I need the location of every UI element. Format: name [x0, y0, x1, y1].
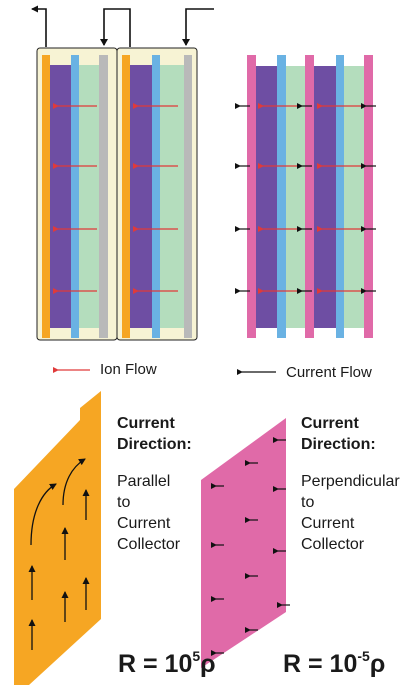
perpendicular-resistance-label: R = 10-5ρ	[283, 648, 385, 679]
anode-layer	[50, 65, 71, 328]
parallel-desc-line: Parallel	[117, 473, 171, 490]
perpendicular-desc-line: Collector	[301, 536, 365, 553]
orange-collector	[122, 55, 130, 338]
cell-1	[36, 47, 118, 341]
perpendicular-desc-line: Perpendicular	[301, 473, 400, 490]
r-suffix: ρ	[369, 650, 386, 678]
right-stack	[247, 55, 373, 338]
current-arrow-curved	[62, 458, 86, 506]
perpendicular-desc-line: Current	[301, 515, 355, 532]
parallel-desc-line: Collector	[117, 536, 181, 553]
current-arrow-curved	[30, 483, 57, 546]
ion-flow-arrows-right	[258, 103, 361, 294]
wire-middle	[103, 8, 131, 47]
parallel-desc-line: to	[117, 494, 131, 511]
anode-layer	[314, 66, 336, 328]
separator-layer	[71, 55, 79, 338]
current-flow-arrows-right	[235, 103, 376, 294]
wire-right	[185, 8, 214, 45]
parallel-current-arrows	[28, 458, 90, 650]
r-prefix: R = 10	[118, 650, 193, 678]
perpendicular-title-line1: Current	[301, 415, 359, 432]
orange-collector	[42, 55, 50, 338]
pink-collector	[364, 55, 373, 338]
legend-ion-flow-label: Ion Flow	[100, 361, 157, 378]
r-suffix: ρ	[200, 650, 216, 678]
cell-2	[116, 47, 198, 341]
wire-right-arrowhead	[182, 39, 190, 46]
wire-middle-arrowhead	[100, 39, 108, 46]
parallel-desc-line: Current	[117, 515, 171, 532]
perpendicular-description: Current Direction: Perpendicular to Curr…	[301, 413, 400, 555]
wire-left	[31, 5, 47, 47]
cathode-layer	[286, 66, 305, 328]
orange-current-collector-shape	[14, 391, 101, 685]
legend-current-flow-label: Current Flow	[286, 364, 372, 381]
parallel-resistance-label: R = 105ρ	[118, 648, 216, 679]
parallel-title-line1: Current	[117, 415, 175, 432]
separator-layer	[336, 55, 344, 338]
parallel-description: Current Direction: Parallel to Current C…	[117, 413, 192, 555]
parallel-title-line2: Direction:	[117, 436, 192, 453]
anode-layer	[130, 65, 152, 328]
perpendicular-desc-line: to	[301, 494, 315, 511]
external-wiring	[31, 5, 214, 47]
gray-collector	[184, 55, 192, 338]
separator-layer	[152, 55, 160, 338]
anode-layer	[256, 66, 277, 328]
cathode-layer	[160, 65, 184, 328]
perpendicular-current-arrows	[211, 437, 290, 656]
gray-collector	[99, 55, 108, 338]
r-exponent: 5	[192, 648, 201, 664]
ion-flow-arrows-left	[53, 103, 178, 294]
r-prefix: R = 10	[283, 650, 358, 678]
cathode-layer	[344, 66, 364, 328]
perpendicular-title-line2: Direction:	[301, 436, 376, 453]
r-exponent: -5	[357, 648, 370, 664]
pink-current-collector-shape	[201, 418, 286, 668]
pink-collector	[247, 55, 256, 338]
separator-layer	[277, 55, 286, 338]
cathode-layer	[79, 65, 99, 328]
pink-collector	[305, 55, 314, 338]
